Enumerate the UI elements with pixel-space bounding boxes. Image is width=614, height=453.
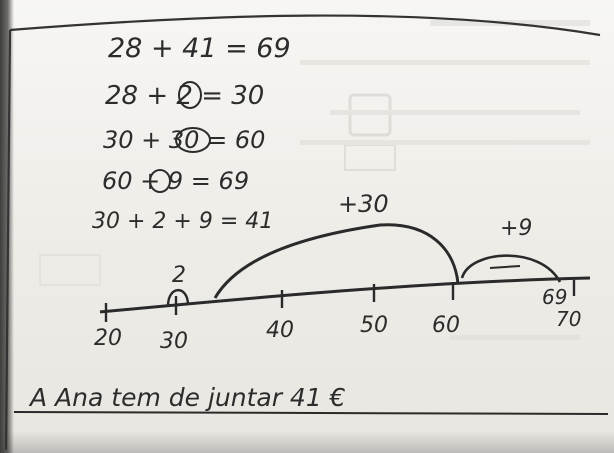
- jump-big-label: +30: [338, 190, 389, 218]
- tick-label-50: 50: [360, 313, 388, 338]
- circle-mark: [178, 81, 202, 109]
- equation-line-1: 28 + 41 = 69: [108, 33, 291, 64]
- tick-label-30: 30: [160, 329, 188, 354]
- answer-sentence: A Ana tem de juntar 41 €: [28, 383, 346, 412]
- number-line-ticks: [104, 280, 576, 322]
- tick-label-40: 40: [266, 318, 294, 343]
- page-edge-shadow: [0, 0, 14, 453]
- jump-arc-big: [213, 223, 460, 299]
- tick-label-70: 70: [556, 307, 581, 331]
- jump-arc-last: [460, 254, 562, 283]
- circle-mark: [175, 127, 211, 153]
- scribble-mark: [489, 265, 521, 269]
- equation-line-4: 60 + 9 = 69: [102, 167, 249, 195]
- equation-line-5: 30 + 2 + 9 = 41: [92, 209, 273, 234]
- number-line: [99, 276, 591, 314]
- tick-label-20: 20: [94, 326, 122, 351]
- page-border: [4, 14, 601, 451]
- jump-small-label: 2: [172, 263, 186, 288]
- circle-mark: [149, 169, 171, 193]
- answer-underline: [13, 411, 609, 415]
- bottom-shadow: [0, 431, 614, 453]
- jump-last-label: +9: [500, 216, 532, 241]
- tick-label-60: 60: [432, 313, 460, 338]
- tick-label-69: 69: [542, 285, 567, 309]
- jump-arc-small: [166, 288, 190, 307]
